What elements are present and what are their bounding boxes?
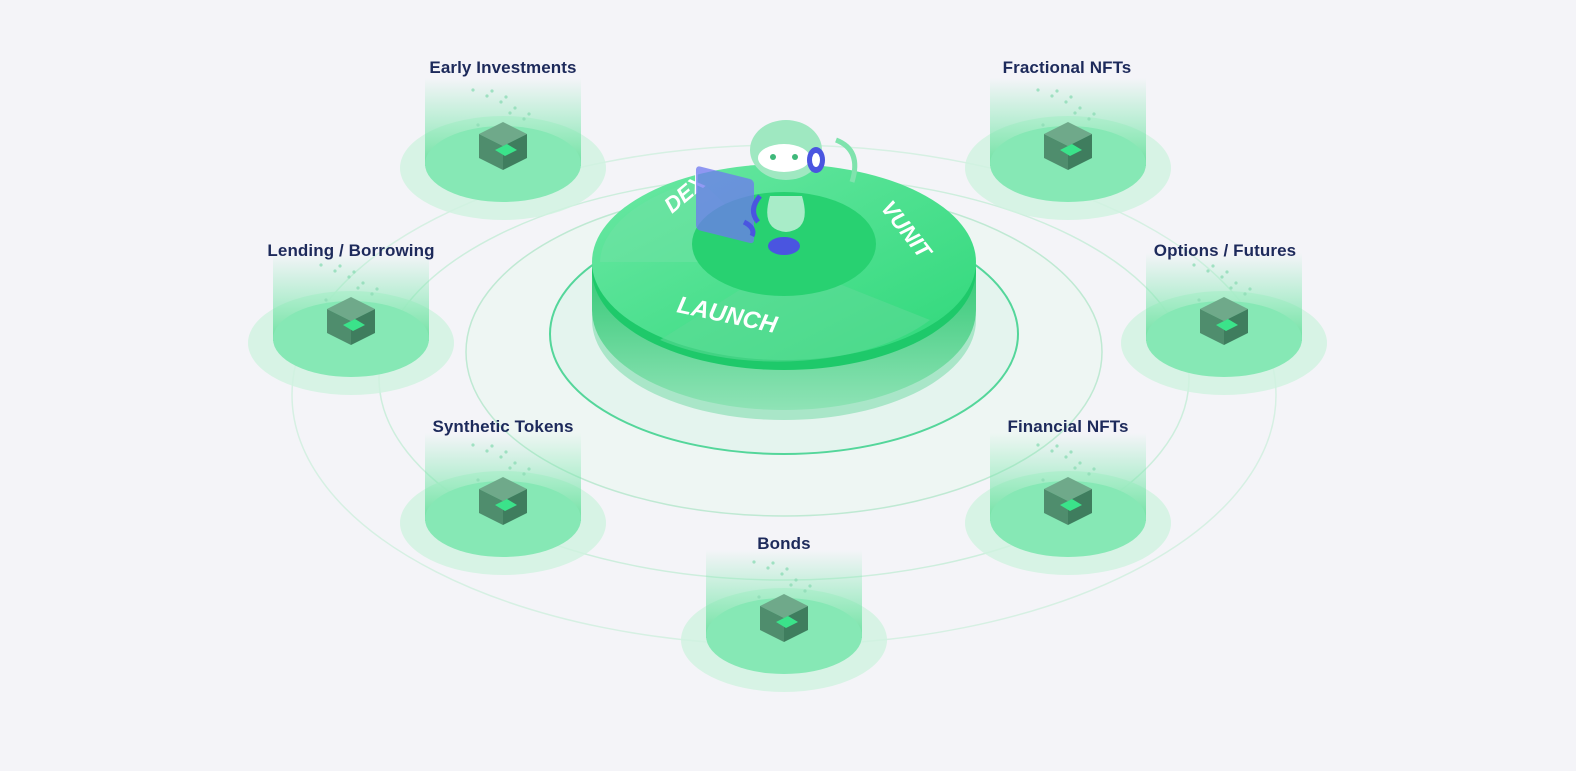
node-lending-borrowing xyxy=(248,253,454,395)
node-label-synthetic-tokens: Synthetic Tokens xyxy=(432,417,574,436)
node-financial-nfts xyxy=(965,433,1171,575)
node-synthetic-tokens xyxy=(400,433,606,575)
fractional-nfts-icon xyxy=(1044,122,1092,170)
node-label-fractional-nfts: Fractional NFTs xyxy=(1002,58,1132,77)
synthetic-tokens-icon xyxy=(479,477,527,525)
robot-mascot-icon xyxy=(696,120,858,244)
node-options-futures xyxy=(1121,253,1327,395)
bonds-icon xyxy=(760,594,808,642)
node-bonds xyxy=(681,550,887,692)
node-label-early-investments: Early Investments xyxy=(429,58,577,77)
node-early-investments xyxy=(400,78,606,220)
node-fractional-nfts xyxy=(965,78,1171,220)
options-futures-icon xyxy=(1200,297,1248,345)
financial-nfts-icon xyxy=(1044,477,1092,525)
early-investments-icon xyxy=(479,122,527,170)
nodes-layer xyxy=(248,78,1327,692)
node-label-lending-borrowing: Lending / Borrowing xyxy=(267,241,435,260)
node-label-bonds: Bonds xyxy=(757,534,811,553)
lending-borrowing-icon xyxy=(327,297,375,345)
node-label-options-futures: Options / Futures xyxy=(1153,241,1297,260)
node-label-financial-nfts: Financial NFTs xyxy=(1007,417,1129,436)
